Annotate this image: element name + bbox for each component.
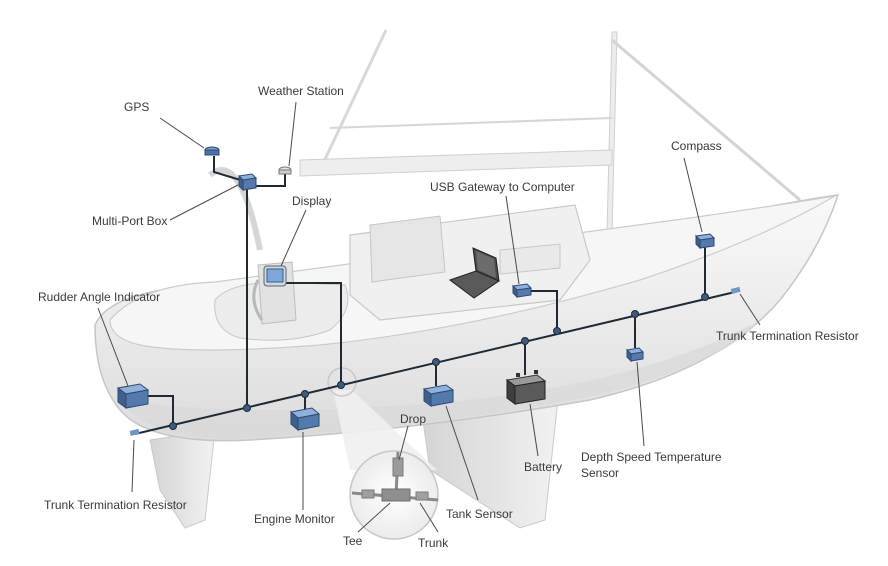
forestay [611,38,801,202]
gps-device [204,146,220,156]
tee-node [169,422,177,430]
leader-trunk-termination-left [131,439,135,493]
zoom-trunk-connector-left [361,489,375,499]
weather-station-label: Weather Station [258,84,344,98]
boom [299,149,613,177]
zoom-drop-connector [392,457,404,477]
battery-device [505,370,547,405]
compass-device [694,233,716,250]
engine-monitor-label: Engine Monitor [254,512,335,526]
multi-port-box-label: Multi-Port Box [92,214,168,228]
leader-display [280,209,307,267]
compass-label: Compass [671,139,722,153]
tee-node [553,327,561,335]
gps-label: GPS [124,100,150,114]
display-device [263,265,287,287]
drop-rudder [146,395,174,426]
leader-compass [683,157,703,233]
leader-tee [357,502,391,533]
drop-gps [213,156,248,183]
leader-trunk [419,502,439,533]
tee-node [432,358,440,366]
drop-weather [255,174,286,187]
helm-wheel [252,279,264,321]
devices [116,146,716,432]
tee-node [631,310,639,318]
drop-usb [527,290,558,330]
trunk-termination-resistor-left-label: Trunk Termination Resistor [44,498,187,512]
drop-display [283,282,342,384]
aft-arch [208,167,263,251]
zoom-trunk-connector-right [415,491,429,501]
leader-usb [505,195,520,285]
depth-speed-temperature-label-line2: Sensor [581,466,620,480]
leader-gps [159,117,205,149]
engine-monitor-device [289,407,321,432]
leader-tank [445,405,479,501]
tee-node [301,390,309,398]
leader-trunk-termination-right [739,293,761,326]
tee-node [337,381,345,389]
boom-rail [329,117,613,129]
zoom-tee-connector [381,488,411,502]
trunk-label: Trunk [418,536,449,550]
hull-shadow [120,320,760,439]
tee-node [701,293,709,301]
leader-weather [288,101,297,167]
zoom-cone [333,390,437,470]
termination-resistor-right [730,286,741,294]
weather-station-device [278,166,292,175]
rudder [149,429,216,529]
rudder-angle-indicator-label: Rudder Angle Indicator [38,290,161,304]
termination-resistor-left [129,428,140,436]
multi-port-box-device [237,173,258,192]
cabin-window [499,243,561,275]
leader-rudder [97,307,129,387]
laptop-device [448,247,501,299]
zoom-callout [327,367,439,540]
mast [606,31,618,233]
leader-lines [97,101,761,533]
leader-multi-port [169,184,239,221]
tank-sensor-device [422,384,455,407]
depth-sensor-device [625,347,645,363]
leader-depth [636,361,645,447]
trunk-termination-resistor-right-label: Trunk Termination Resistor [716,329,859,343]
display-label: Display [292,194,332,208]
depth-speed-temperature-label-line1: Depth Speed Temperature [581,450,722,464]
usb-gateway-label: USB Gateway to Computer [430,180,575,194]
battery-label: Battery [524,460,563,474]
drop-label: Drop [400,412,427,426]
usb-gateway-device [511,283,533,299]
tee-nodes [169,293,709,430]
tee-label: Tee [343,534,363,548]
cabin-hatch [369,215,446,283]
leader-drop [398,425,409,461]
tee-node [243,404,251,412]
leader-battery [529,403,539,457]
rudder-angle-device [116,383,150,409]
tank-sensor-label: Tank Sensor [446,507,513,521]
tee-node [521,337,529,345]
backstay [318,29,388,171]
